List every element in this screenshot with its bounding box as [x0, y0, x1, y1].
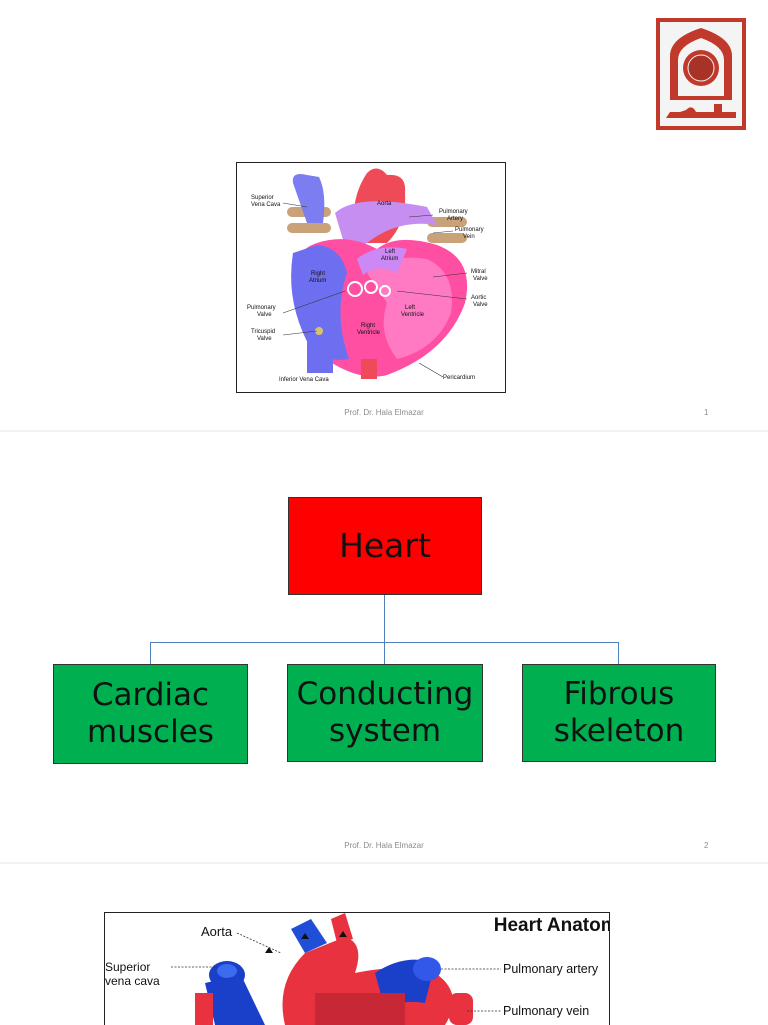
slide-number: 1	[704, 408, 709, 417]
university-logo	[656, 18, 746, 130]
child-box-cardiac-muscles: Cardiac muscles	[53, 664, 248, 764]
label-pericardium: Pericardium	[443, 375, 475, 381]
label-pulmonary-vein: Pulmonary vein	[503, 1004, 589, 1018]
slide-footer-author: Prof. Dr. Hala Elmazar	[344, 841, 424, 850]
label-inferior-vena-cava: Inferior Vena Cava	[279, 377, 329, 383]
connector-root	[384, 594, 385, 642]
child-box-fibrous-skeleton: Fibrous skeleton	[522, 664, 716, 762]
figure-title: Heart Anatomy	[494, 915, 609, 936]
label-aorta: Aorta	[377, 201, 392, 207]
heart-root-box: Heart	[288, 497, 482, 595]
child-box-conducting-system: Conducting system	[287, 664, 483, 762]
label-pulmonary-artery: Pulmonary artery	[503, 962, 599, 976]
child-label-line1: Cardiac	[91, 676, 210, 713]
child-label-line1: Fibrous	[563, 675, 675, 712]
slide-number: 2	[704, 841, 709, 850]
label-aorta: Aorta	[201, 924, 233, 939]
connector-child-1	[150, 642, 151, 664]
connector-child-2	[384, 642, 385, 664]
connector-child-3	[618, 642, 619, 664]
slide-footer-author: Prof. Dr. Hala Elmazar	[344, 408, 424, 417]
child-label-line1: Conducting	[296, 675, 474, 712]
slide-divider	[0, 862, 768, 864]
slide-2: Heart Cardiac muscles Conducting system …	[0, 432, 768, 862]
slide-divider	[0, 430, 768, 432]
child-label-line2: system	[328, 713, 442, 749]
heart-root-label: Heart	[339, 526, 431, 566]
child-label-line2: skeleton	[553, 713, 685, 749]
child-label-line2: muscles	[87, 714, 214, 750]
